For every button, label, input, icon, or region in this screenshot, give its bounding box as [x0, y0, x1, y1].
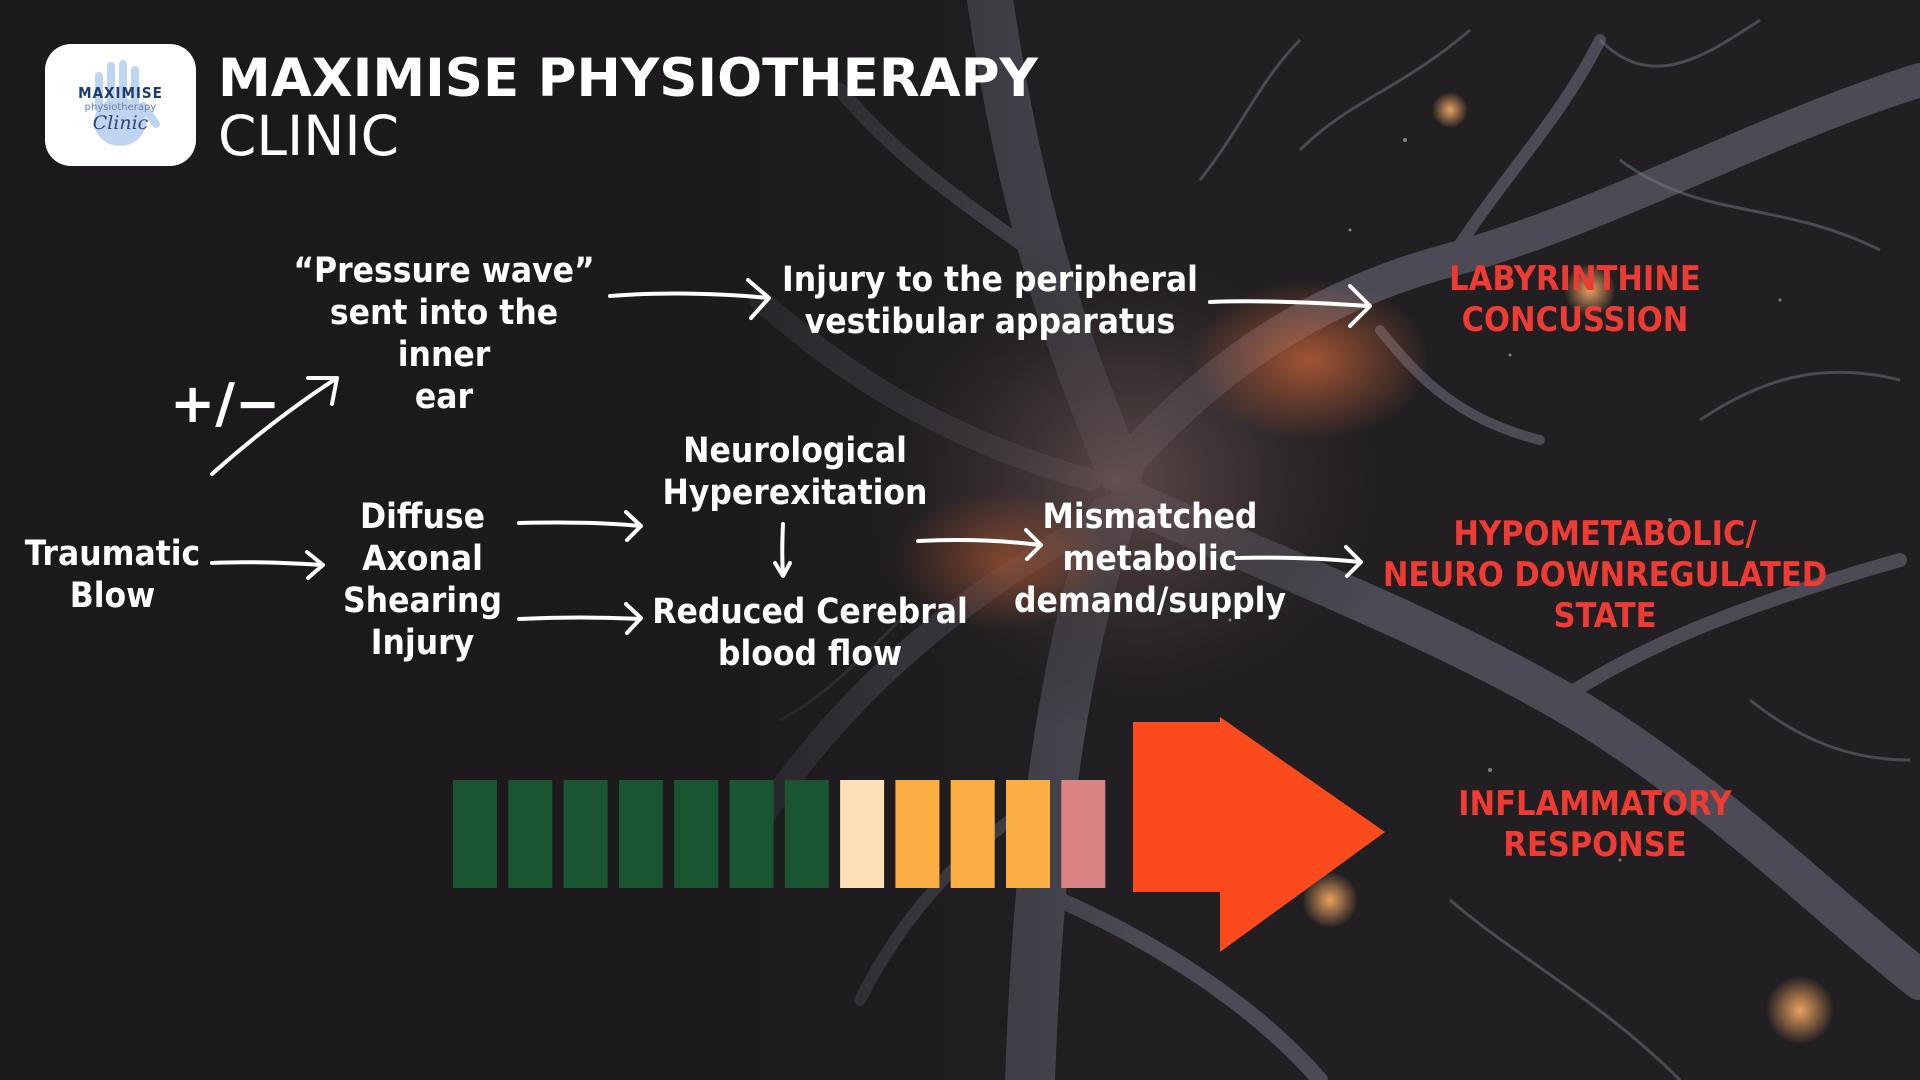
arrow-dai-to-hyper [517, 510, 643, 542]
brand-title: MAXIMISE PHYSIOTHERAPY [218, 48, 1038, 109]
progression-segment [729, 780, 774, 888]
outcome-inflammatory: INFLAMMATORY RESPONSE [1458, 784, 1732, 865]
hand-print-icon [94, 60, 160, 146]
node-neuro-hyperexitation: Neurological Hyperexitation [662, 431, 928, 513]
logo-script: Clinic [92, 112, 149, 134]
outcome-hypometabolic: HYPOMETABOLIC/ NEURO DOWNREGULATED STATE [1382, 514, 1828, 636]
progression-segment [508, 780, 553, 888]
logo-wordmark: MAXIMISE [78, 84, 163, 102]
clinic-logo: MAXIMISE physiotherapy Clinic [45, 44, 196, 166]
arrow-mismatch-to-hypometabolic [1234, 545, 1363, 578]
node-reduced-cbf: Reduced Cerebral blood flow [652, 592, 968, 674]
arrow-to-mismatch [916, 528, 1043, 561]
arrow-dai-to-cbf [517, 602, 643, 635]
progression-segment [674, 780, 719, 888]
logo-tagline: physiotherapy [84, 102, 157, 113]
arrow-peripheral-to-labyrinthine [1208, 284, 1372, 328]
progression-segment [563, 780, 608, 888]
arrow-blow-to-dai [210, 550, 325, 580]
plus-minus-symbol: +/− [170, 372, 281, 435]
progression-segment [950, 780, 995, 888]
progression-segment [895, 780, 940, 888]
node-diffuse-axonal: Diffuse Axonal Shearing Injury [343, 497, 502, 663]
progression-segment [453, 780, 497, 888]
node-pressure-wave: “Pressure wave” sent into the inner ear [293, 251, 595, 417]
progression-segment [840, 780, 885, 888]
outcome-labyrinthine: LABYRINTHINE CONCUSSION [1449, 259, 1701, 340]
progression-arrow [1133, 717, 1385, 952]
arrow-hyper-to-cbf [773, 522, 792, 578]
progression-segment [618, 780, 663, 888]
arrow-pressure-to-peripheral [608, 278, 771, 320]
node-mismatch: Mismatched metabolic demand/supply [1014, 497, 1286, 621]
node-peripheral-injury: Injury to the peripheral vestibular appa… [782, 260, 1198, 342]
progression-segment [1006, 780, 1050, 888]
brand-subtitle: CLINIC [218, 104, 400, 168]
progression-segment [784, 780, 829, 888]
arrow-blow-to-pressure [210, 376, 339, 476]
node-traumatic-blow: Traumatic Blow [24, 534, 201, 616]
progression-segment [1061, 780, 1106, 888]
